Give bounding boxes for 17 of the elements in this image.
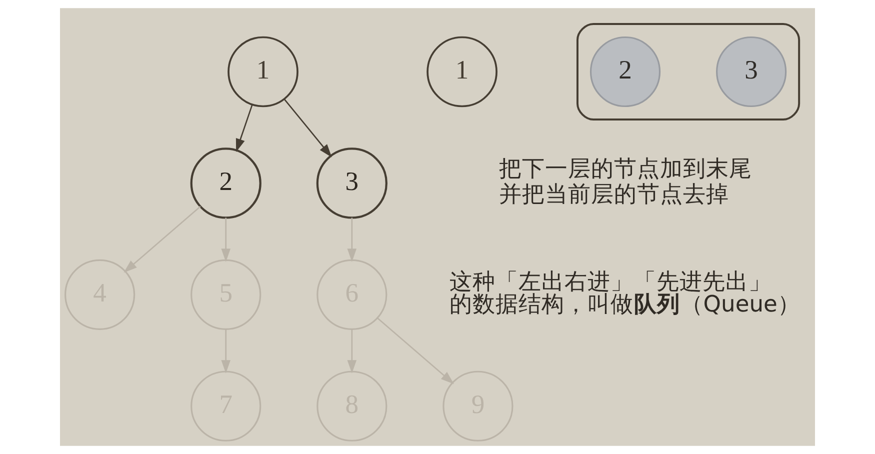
arrow [347, 218, 357, 262]
arrow [347, 329, 357, 374]
arrow [236, 104, 253, 152]
node-circle: 2 [190, 148, 262, 219]
arrow [376, 318, 454, 384]
node-circle: 3 [316, 148, 388, 219]
arrow [221, 329, 230, 374]
node-circle: 2 [590, 36, 661, 108]
arrow [221, 218, 230, 262]
arrow [124, 206, 201, 273]
label: 把下一层的节点加到末尾并把当前层的节点去掉 [499, 156, 752, 208]
node-circle: 3 [716, 36, 787, 108]
node-circle: 1 [426, 36, 498, 108]
cluster [576, 23, 800, 121]
arrow [284, 99, 332, 158]
label: 这种「左出右进」「先进先出」的数据结构，叫做队列（Queue） [449, 268, 800, 318]
node-circle: 1 [228, 36, 298, 108]
